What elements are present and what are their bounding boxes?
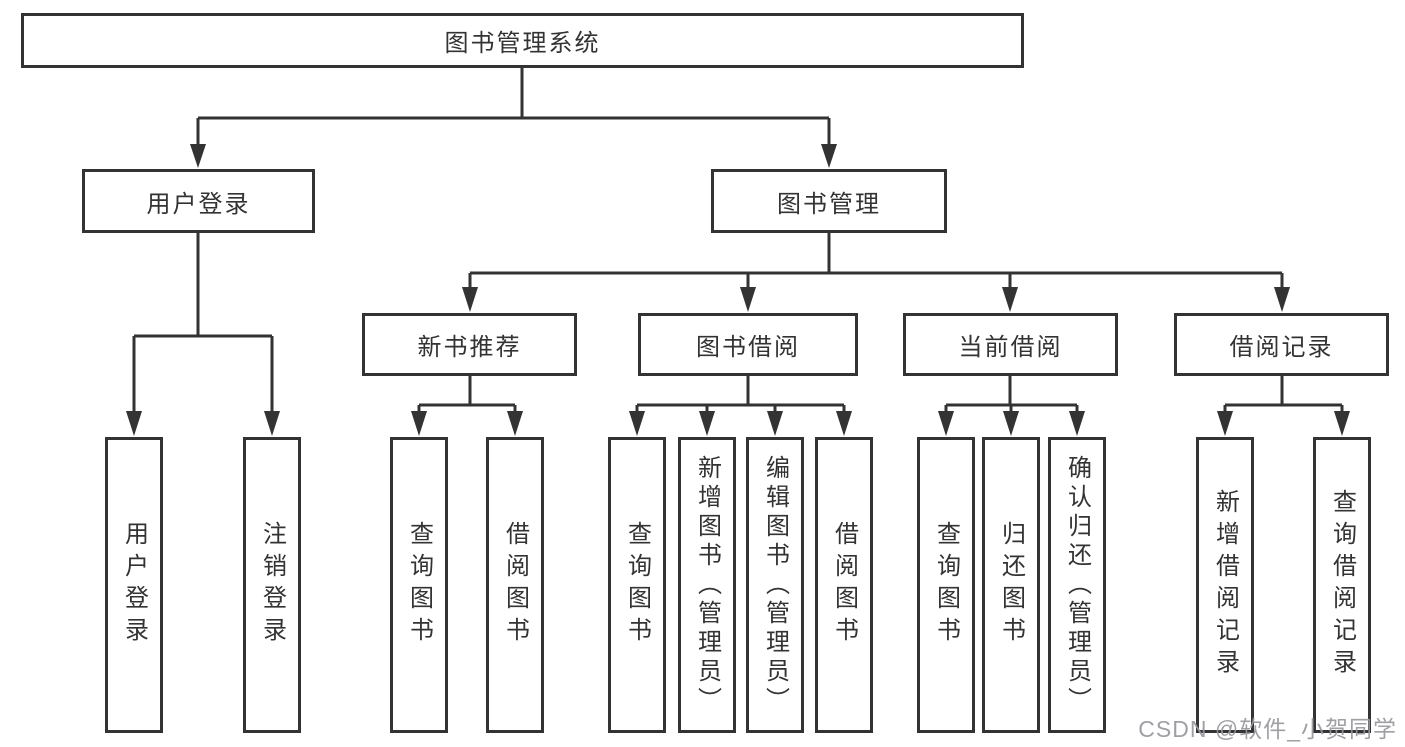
leaf-query-book-borrow: 查询图书 xyxy=(608,437,666,733)
node-label: 借阅记录 xyxy=(1229,334,1334,361)
node-label: 新书推荐 xyxy=(417,334,522,361)
leaf-add-borrow-record: 新增借阅记录 xyxy=(1196,437,1254,733)
node-label: 确认归还（管理员） xyxy=(1063,454,1091,716)
node-label: 新增图书（管理员） xyxy=(693,454,721,716)
node-label: 查询借阅记录 xyxy=(1328,489,1356,681)
leaf-edit-book-admin: 编辑图书（管理员） xyxy=(746,437,804,733)
leaf-query-book-current: 查询图书 xyxy=(917,437,975,733)
leaf-logout: 注销登录 xyxy=(243,437,301,733)
leaf-user-login: 用户登录 xyxy=(105,437,163,733)
node-label: 查询图书 xyxy=(405,521,433,649)
node-book-management-group: 图书管理 xyxy=(711,169,947,233)
node-label: 借阅图书 xyxy=(830,521,858,649)
leaf-borrow-book: 借阅图书 xyxy=(815,437,873,733)
node-label: 注销登录 xyxy=(258,521,286,649)
leaf-borrow-book-recommend: 借阅图书 xyxy=(486,437,544,733)
node-user-login-group: 用户登录 xyxy=(82,169,315,233)
node-library-management-system: 图书管理系统 xyxy=(21,13,1024,68)
leaf-query-borrow-record: 查询借阅记录 xyxy=(1313,437,1371,733)
node-label: 图书借阅 xyxy=(696,334,800,361)
node-current-borrow: 当前借阅 xyxy=(903,313,1118,376)
leaf-confirm-return-admin: 确认归还（管理员） xyxy=(1048,437,1106,733)
leaf-return-book: 归还图书 xyxy=(982,437,1040,733)
node-label: 用户登录 xyxy=(120,521,148,649)
node-book-borrow: 图书借阅 xyxy=(638,313,858,376)
node-borrow-record: 借阅记录 xyxy=(1174,313,1389,376)
node-label: 查询图书 xyxy=(623,521,651,649)
node-new-book-recommend: 新书推荐 xyxy=(362,313,577,376)
node-label: 用户登录 xyxy=(146,190,251,218)
node-label: 编辑图书（管理员） xyxy=(761,454,789,716)
node-label: 图书管理 xyxy=(777,190,881,218)
node-label: 归还图书 xyxy=(997,521,1025,649)
node-label: 新增借阅记录 xyxy=(1211,489,1239,681)
node-label: 查询图书 xyxy=(932,521,960,649)
node-label: 图书管理系统 xyxy=(444,30,601,57)
csdn-watermark: CSDN @软件_小贺同学 xyxy=(1138,716,1397,742)
leaf-add-book-admin: 新增图书（管理员） xyxy=(678,437,736,733)
node-label: 当前借阅 xyxy=(958,334,1063,361)
leaf-query-book-recommend: 查询图书 xyxy=(390,437,448,733)
node-label: 借阅图书 xyxy=(501,521,529,649)
